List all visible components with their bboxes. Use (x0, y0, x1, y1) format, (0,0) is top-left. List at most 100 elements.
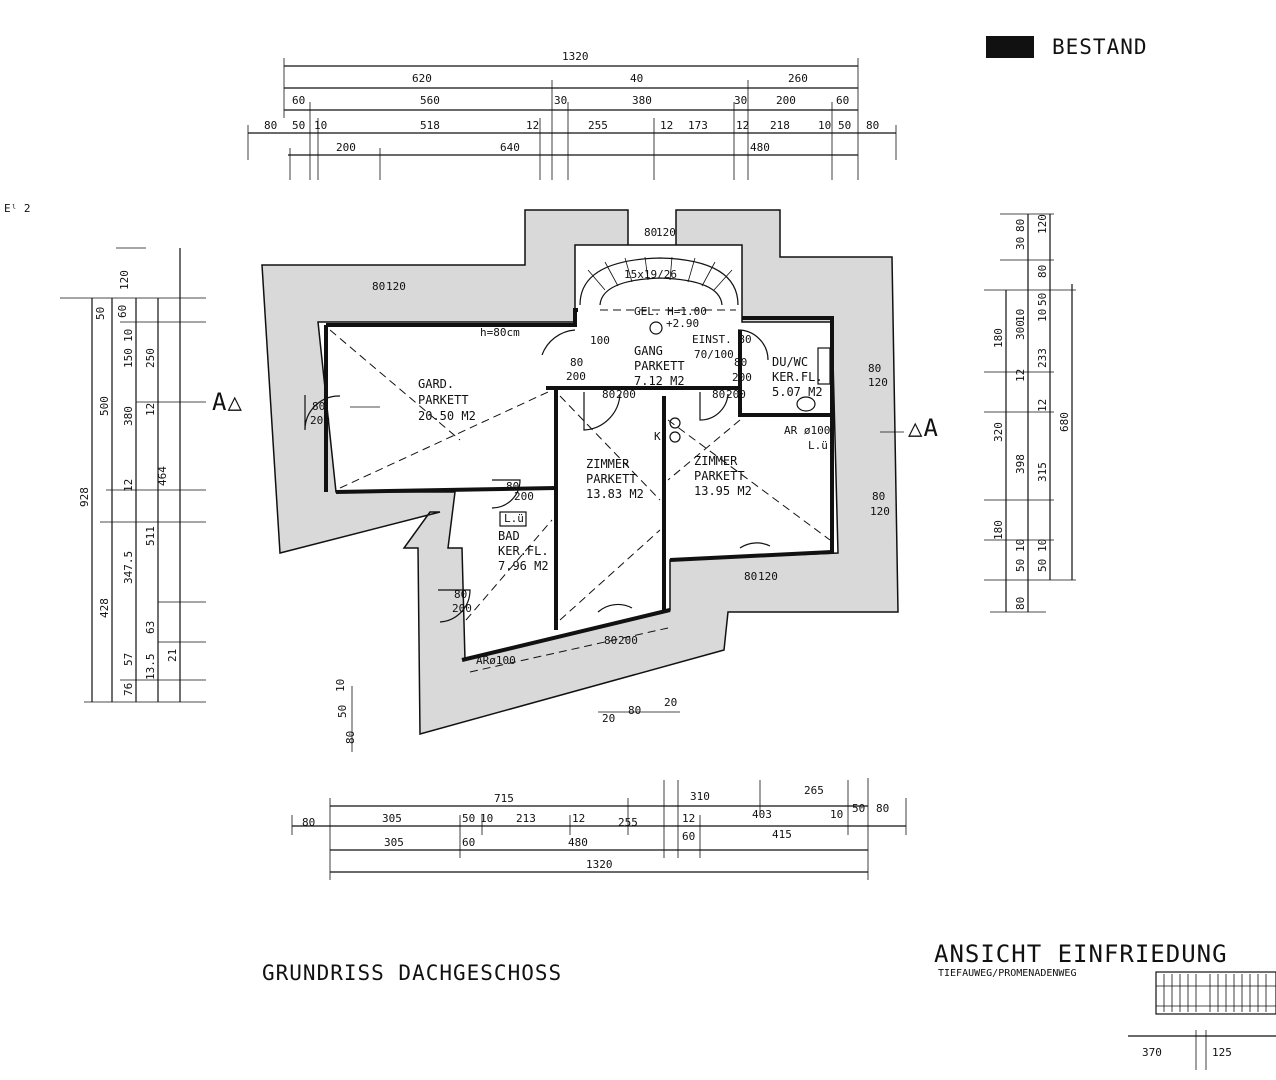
dim-top-255: 255 (588, 119, 608, 132)
room-zimmer-1-area: 13.83 M2 (586, 487, 644, 501)
room-zimmer-1: ZIMMER PARKETT 13.83 M2 (586, 457, 644, 501)
right-dimensions: 680 180 320 180 80 10 12 398 10 50 30 80… (984, 213, 1076, 613)
room-gard-floor: PARKETT (418, 393, 469, 407)
dim-top-200: 200 (776, 94, 796, 107)
note-stair: 15x19/26 (624, 268, 677, 281)
dim-left-511: 511 (144, 526, 157, 546)
legend-label: BESTAND (1052, 35, 1148, 59)
door-7-w: 80 (454, 588, 467, 601)
roof-outline (261, 209, 899, 735)
annotations: h=80cm 15x19/26 GEL. H=1.00 +2.90 EINST.… (476, 268, 830, 667)
room-bad-name: BAD (498, 529, 520, 543)
dim-right-120: 120 (1036, 214, 1049, 234)
dim-left-63: 63 (144, 621, 157, 634)
dim-top-50a: 50 (292, 119, 305, 132)
dim-bot-small-80: 80 (628, 704, 641, 717)
door-5-h: 200 (310, 414, 330, 427)
dim-left-50: 50 (94, 307, 107, 320)
dim-bot-12b: 12 (682, 812, 695, 825)
dim-top-80a: 80 (264, 119, 277, 132)
dim-right-10d: 10 (1036, 309, 1049, 322)
dim-right-12a: 12 (1014, 369, 1027, 382)
room-duwc-name: DU/WC (772, 355, 808, 369)
dim-bot-60a: 60 (462, 836, 475, 849)
door-1-h: 200 (566, 370, 586, 383)
dim-bot-small-20b: 20 (664, 696, 677, 709)
window-2-w: 80 (644, 226, 657, 239)
dim-bot-60b: 60 (682, 830, 695, 843)
dim-top-12b: 12 (660, 119, 673, 132)
room-gard-name: GARD. (418, 377, 454, 391)
dim-top-30b: 30 (734, 94, 747, 107)
room-gard: GARD. PARKETT 20.50 M2 (418, 377, 476, 423)
note-lu-2: L.ü (504, 512, 524, 525)
room-duwc-floor: KER.FL. (772, 370, 823, 384)
room-gang-floor: PARKETT (634, 359, 685, 373)
dim-right-80c: 80 (1036, 265, 1049, 278)
dim-top-50b: 50 (838, 119, 851, 132)
room-duwc: DU/WC KER.FL. 5.07 M2 (772, 355, 823, 399)
dim-right-50c: 50 (1036, 293, 1049, 306)
dim-right-50b: 50 (1036, 559, 1049, 572)
door-2-h: 200 (732, 371, 752, 384)
elevation-subtitle: TIEFAUWEG/PROMENADENWEG (938, 968, 1076, 979)
dim-top-60b: 60 (836, 94, 849, 107)
dim-right-398: 398 (1014, 454, 1027, 474)
room-gang: GANG PARKETT 7.12 M2 (634, 344, 685, 388)
margin-note: Eˡ 2 (4, 202, 31, 215)
room-zimmer-2-area: 13.95 M2 (694, 484, 752, 498)
dim-left-928: 928 (78, 487, 91, 507)
dim-top-380: 380 (632, 94, 652, 107)
dim-left-464: 464 (156, 466, 169, 486)
dim-top-1320: 1320 (562, 50, 589, 63)
door-8-h: 200 (618, 634, 638, 647)
dim-left-small-50: 50 (336, 705, 349, 718)
door-6-h: 200 (514, 490, 534, 503)
dim-top-80b: 80 (866, 119, 879, 132)
window-5-w: 80 (744, 570, 757, 583)
fence-elevation: 370 125 (1128, 971, 1276, 1070)
dim-right-320: 320 (992, 422, 1005, 442)
door-3-w: 80 (602, 388, 615, 401)
section-mark-left: A△ (212, 388, 243, 416)
dim-left-150: 150 (122, 348, 135, 368)
dim-left-76: 76 (122, 683, 135, 696)
note-ar-2: ARø100 (476, 654, 516, 667)
note-einst-size: 70/100 (694, 348, 734, 361)
fence-dim-125: 125 (1212, 1046, 1232, 1059)
window-3-h: 120 (868, 376, 888, 389)
dim-bot-50a: 50 (462, 812, 475, 825)
dim-bot-310: 310 (690, 790, 710, 803)
dim-top-518: 518 (420, 119, 440, 132)
room-zimmer-2-floor: PARKETT (694, 469, 745, 483)
dim-bot-255: 255 (618, 816, 638, 829)
dim-bot-305a: 305 (382, 812, 402, 825)
opening-labels: 80 200 80 200 80 200 80 200 80 200 80 20… (310, 226, 890, 647)
dim-right-12b: 12 (1036, 399, 1049, 412)
dim-right-680: 680 (1058, 412, 1071, 432)
window-2-h: 120 (656, 226, 676, 239)
dim-top-12c: 12 (736, 119, 749, 132)
dim-top-480: 480 (750, 141, 770, 154)
dim-right-10a: 10 (1014, 309, 1027, 322)
room-gang-name: GANG (634, 344, 663, 358)
window-1-h: 120 (386, 280, 406, 293)
door-5-w: 80 (312, 400, 325, 413)
window-4-h: 120 (870, 505, 890, 518)
door-1-w: 80 (570, 356, 583, 369)
dim-bot-10b: 10 (830, 808, 843, 821)
dim-bot-213: 213 (516, 812, 536, 825)
note-h: h=80cm (480, 326, 520, 339)
room-bad: BAD KER.FL. 7.96 M2 (498, 529, 549, 573)
room-gang-area: 7.12 M2 (634, 374, 685, 388)
door-8-w: 80 (604, 634, 617, 647)
dim-bot-715: 715 (494, 792, 514, 805)
dim-top-40: 40 (630, 72, 643, 85)
top-dimensions: 1320 620 40 260 60 560 30 380 30 200 60 … (247, 50, 897, 180)
dim-left-135: 13.5 (144, 654, 157, 681)
dim-top-260: 260 (788, 72, 808, 85)
note-lu-1: L.ü (808, 439, 828, 452)
dim-bot-50b: 50 (852, 802, 865, 815)
dim-right-180b: 180 (992, 520, 1005, 540)
dim-top-218: 218 (770, 119, 790, 132)
